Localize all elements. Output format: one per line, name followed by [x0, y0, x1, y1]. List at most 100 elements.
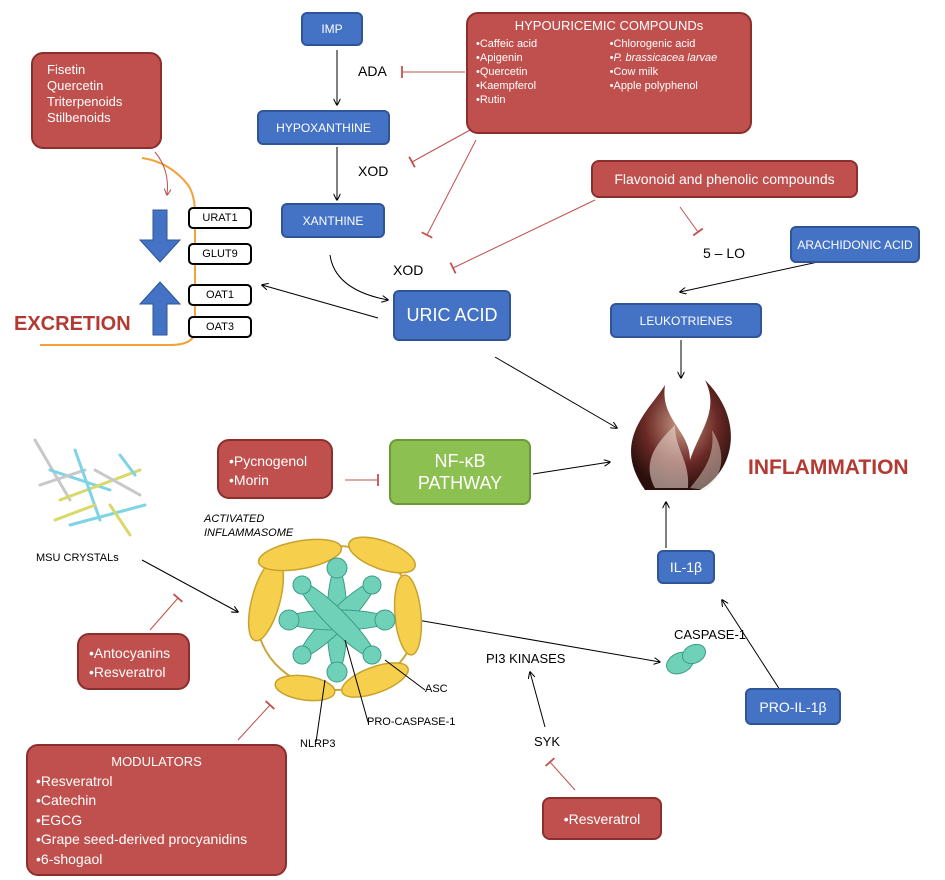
compound-item: •P. brassicacea larvae — [609, 52, 718, 64]
arachidonic-label: ARACHIDONIC ACID — [797, 237, 913, 252]
inhibitor-item: Fisetin — [47, 62, 86, 77]
inhibitor-item: Triterpenoids — [47, 94, 123, 109]
uric-acid-label: URIC ACID — [406, 305, 498, 325]
arrow-syk-pi3k — [530, 672, 546, 728]
inhibit-inflammasome — [237, 700, 276, 741]
xod-label-2: XOD — [393, 262, 424, 278]
msu-inhibitors-box: •Antocyanins •Resveratrol — [77, 633, 190, 690]
inhibit-5lo — [679, 206, 704, 237]
leukotrienes-node: LEUKOTRIENES — [610, 303, 762, 338]
inhibitor-item: •Morin — [229, 472, 269, 488]
nfkb-pathway-node: NF-κB PATHWAY — [389, 439, 531, 505]
flavonoid-phenolic-box: Flavonoid and phenolic compounds — [591, 160, 858, 198]
compound-item: •Apigenin — [476, 52, 523, 64]
compound-item: •Apple polyphenol — [609, 80, 698, 92]
inhibitor-item: •Resveratrol — [89, 664, 166, 680]
arrow-nfkb-inflammation — [532, 462, 610, 475]
caspase-1-image — [666, 643, 707, 675]
flavonoid-label: Flavonoid and phenolic compounds — [614, 171, 835, 187]
il-1b-label: IL-1β — [669, 559, 703, 575]
inhibit-xod2-hypo — [421, 139, 477, 239]
syk-inhibitor-box: •Resveratrol — [542, 797, 662, 840]
arrow-inhibitors-transport — [154, 151, 168, 195]
pro-caspase-1-label: PRO-CASPASE-1 — [367, 716, 456, 728]
imp-node: IMP — [301, 12, 363, 46]
oat1-transporter: OAT1 — [188, 284, 252, 306]
pro-il-1b-label: PRO-IL-1β — [759, 698, 827, 715]
nlrp3-label: NLRP3 — [300, 738, 336, 750]
inflammation-flame-icon — [631, 380, 731, 490]
urat1-label: URAT1 — [202, 212, 238, 224]
arrow-uricacid-inflammation — [494, 356, 617, 428]
modulators-title: MODULATORS — [111, 754, 202, 769]
hypoxanthine-label: HYPOXANTHINE — [276, 120, 371, 135]
arrow-msu-inflammasome — [141, 559, 238, 612]
syk-label: SYK — [534, 734, 561, 749]
resveratrol-label: •Resveratrol — [563, 810, 641, 827]
compound-item: •Caffeic acid — [476, 38, 538, 50]
excretion-bracket — [40, 157, 196, 346]
5-lo-label: 5 – LO — [703, 245, 746, 261]
arrow-proil1b-il1b — [722, 600, 781, 691]
il-1b-node: IL-1β — [657, 550, 715, 584]
leukotrienes-label: LEUKOTRIENES — [639, 313, 733, 328]
pro-il-1b-node: PRO-IL-1β — [745, 688, 841, 725]
arrow-uricacid-oat — [262, 285, 379, 319]
compound-item: •Quercetin — [476, 66, 528, 78]
inflammasome-label: INFLAMMASOME — [204, 527, 294, 539]
inhibitor-item: •Antocyanins — [89, 645, 171, 661]
inflammasome-image — [247, 536, 426, 743]
inhibit-msu — [149, 593, 184, 631]
compound-item: •Kaempferol — [476, 80, 537, 92]
modulator-item: •Grape seed-derived procyanidins — [36, 831, 248, 847]
nfkb-inhibitors-box: •Pycnogenol •Morin — [217, 439, 333, 499]
hypouricemic-compounds-box: HYPOURICEMIC COMPOUNDs •Caffeic acid •Ap… — [466, 12, 752, 134]
hypouricemic-title: HYPOURICEMIC COMPOUNDs — [514, 18, 704, 33]
nfkb-label-1: NF-κB — [434, 451, 486, 471]
nfkb-label-2: PATHWAY — [417, 473, 503, 493]
arrow-inflammasome-caspase — [399, 616, 660, 662]
hypoxanthine-node: HYPOXANTHINE — [257, 110, 390, 145]
inhibit-xod1 — [408, 129, 471, 168]
excretion-label: EXCRETION — [14, 313, 131, 335]
imp-label: IMP — [321, 22, 343, 36]
compound-item: •Chlorogenic acid — [609, 38, 696, 50]
xanthine-node: XANTHINE — [281, 203, 385, 238]
compound-item: •Cow milk — [609, 66, 659, 78]
msu-crystals-image — [33, 438, 147, 537]
inhibit-syk — [544, 757, 576, 791]
modulator-item: •6-shogaol — [36, 850, 103, 867]
ada-label: ADA — [358, 63, 387, 79]
hypouricemic-list-left: •Caffeic acid •Apigenin •Quercetin •Kaem… — [476, 37, 606, 107]
arachidonic-acid-node: ARACHIDONIC ACID — [790, 226, 920, 263]
inflammation-label: INFLAMMATION — [748, 456, 909, 479]
xanthine-label: XANTHINE — [302, 213, 364, 228]
activated-label: ACTIVATED — [204, 513, 265, 525]
modulator-item: •Resveratrol — [36, 772, 113, 789]
up-arrow-secretion — [138, 281, 182, 336]
down-arrow-reabsorption — [138, 209, 182, 263]
inhibitor-item: Stilbenoids — [47, 110, 111, 125]
modulator-item: •Catechin — [36, 792, 97, 808]
oat1-label: OAT1 — [206, 289, 234, 301]
urat1-transporter: URAT1 — [188, 207, 252, 229]
arrow-xanthine-uricacid — [329, 254, 388, 300]
hypouricemic-list-right: •Chlorogenic acid •P. brassicacea larvae… — [610, 37, 740, 93]
inhibitor-item: Quercetin — [47, 78, 104, 93]
modulator-item: •EGCG — [36, 811, 83, 828]
inhibitor-item: •Pycnogenol — [229, 453, 308, 469]
pi3-kinases-label: PI3 KINASES — [486, 651, 566, 666]
glut9-label: GLUT9 — [202, 248, 238, 260]
inhibit-xod2-flavonoid — [449, 199, 596, 274]
msu-crystals-label: MSU CRYSTALs — [36, 552, 119, 564]
asc-label: ASC — [425, 683, 448, 695]
caspase-1-label: CASPASE-1 — [674, 627, 747, 642]
oat3-transporter: OAT3 — [188, 316, 252, 338]
modulators-box: MODULATORS •Resveratrol •Catechin •EGCG … — [26, 744, 287, 876]
glut9-transporter: GLUT9 — [188, 243, 252, 265]
uric-acid-node: URIC ACID — [393, 290, 511, 341]
oat3-label: OAT3 — [206, 321, 234, 333]
xod-label-1: XOD — [358, 163, 389, 179]
